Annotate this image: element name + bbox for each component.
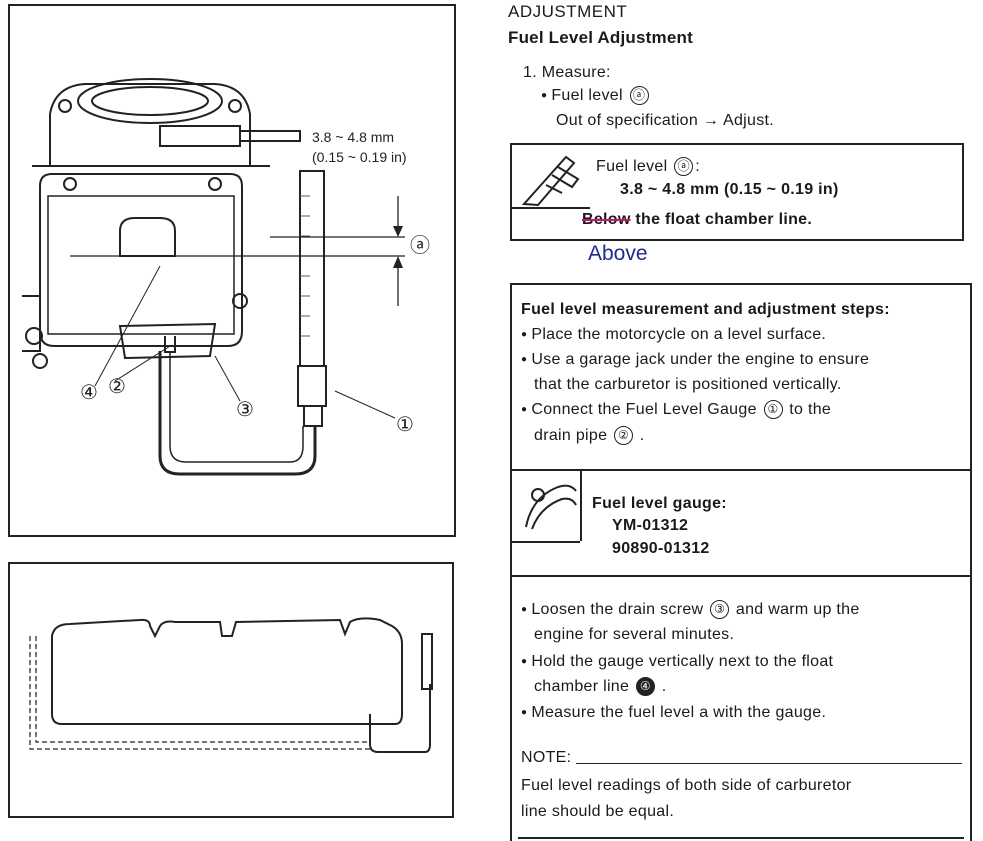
gauge-tool-icon xyxy=(525,484,577,530)
caliper-icon xyxy=(521,155,580,207)
callout-a-spec: ⓐ xyxy=(674,157,694,176)
carburetor-figure: 3.8 ~ 4.8 mm (0.15 ~ 0.19 in) ⓐ ④ ② ③ ① xyxy=(8,4,456,537)
bullet-fuel-level: Fuel level ⓐ xyxy=(541,86,651,105)
spec-icon-divider xyxy=(512,207,590,209)
step-item-6: Measure the fuel level a with the gauge. xyxy=(521,700,971,727)
dim-label-2: (0.15 ~ 0.19 in) xyxy=(312,149,407,165)
callout-a-inline: ⓐ xyxy=(629,86,649,105)
step-item-5: Hold the gauge vertically next to the fl… xyxy=(521,649,971,676)
bullet-dot xyxy=(541,87,551,104)
callout-3-inline: ③ xyxy=(710,600,730,619)
divider-2 xyxy=(512,575,970,577)
callout-a: ⓐ xyxy=(410,234,430,257)
bullet-text: Fuel level xyxy=(551,87,623,104)
step-item-2: Use a garage jack under the engine to en… xyxy=(521,347,971,374)
carburetor-drawing: 3.8 ~ 4.8 mm (0.15 ~ 0.19 in) ⓐ ④ ② ③ ① xyxy=(22,78,430,476)
note-text-2: line should be equal. xyxy=(521,803,675,820)
divider-1 xyxy=(512,469,970,471)
spec-strike-word: Below xyxy=(582,211,631,228)
gauge-part-1: YM-01312 xyxy=(612,517,689,534)
dim-label-1: 3.8 ~ 4.8 mm xyxy=(312,129,394,145)
note-bottom-rule xyxy=(518,837,964,839)
float-chamber-line-drawing xyxy=(29,617,433,753)
spec-position: Below the float chamber line. xyxy=(582,211,812,229)
steps-title: Fuel level measurement and adjustment st… xyxy=(521,301,890,318)
step-item-5b: chamber line ④ . xyxy=(534,677,667,696)
steps-box: Fuel level measurement and adjustment st… xyxy=(510,283,972,841)
spec-label: Fuel level ⓐ: xyxy=(596,157,700,176)
step-item-4b: engine for several minutes. xyxy=(534,626,735,643)
subsection-title: Fuel Level Adjustment xyxy=(508,28,693,47)
spec-tail: the float chamber line. xyxy=(635,211,813,228)
spec-value: 3.8 ~ 4.8 mm (0.15 ~ 0.19 in) xyxy=(620,181,839,198)
callout-4-inline: ④ xyxy=(635,677,655,696)
callout-2-inline: ② xyxy=(614,426,634,445)
tool-icon-vdivider xyxy=(580,471,582,541)
step-item-2b: that the carburetor is positioned vertic… xyxy=(534,376,842,393)
step-item-3b: drain pipe ② . xyxy=(534,426,645,445)
gauge-label: Fuel level gauge: xyxy=(592,495,727,512)
tool-icon-divider xyxy=(512,541,580,543)
out-of-spec: Out of specification → Adjust. xyxy=(556,112,774,129)
callout-1: ① xyxy=(396,414,414,436)
note-underline xyxy=(576,763,962,764)
gauge-part-2: 90890-01312 xyxy=(612,540,710,557)
handwritten-correction: Above xyxy=(588,242,648,265)
section-title: ADJUSTMENT xyxy=(508,2,628,21)
step-measure: 1. Measure: xyxy=(523,64,611,81)
carburetor-line-figure xyxy=(8,562,454,818)
step-item-4: Loosen the drain screw ③ and warm up the xyxy=(521,597,971,624)
note-text-1: Fuel level readings of both side of carb… xyxy=(521,777,852,794)
callout-3: ③ xyxy=(236,399,254,421)
step-item-1: Place the motorcycle on a level surface. xyxy=(521,322,971,349)
step-item-3: Connect the Fuel Level Gauge ① to the xyxy=(521,397,971,424)
spec-box: Fuel level ⓐ: 3.8 ~ 4.8 mm (0.15 ~ 0.19 … xyxy=(510,143,964,241)
callout-4: ④ xyxy=(80,382,98,404)
note-label: NOTE: xyxy=(521,749,572,766)
callout-1-inline: ① xyxy=(763,400,783,419)
callout-2: ② xyxy=(108,376,126,398)
